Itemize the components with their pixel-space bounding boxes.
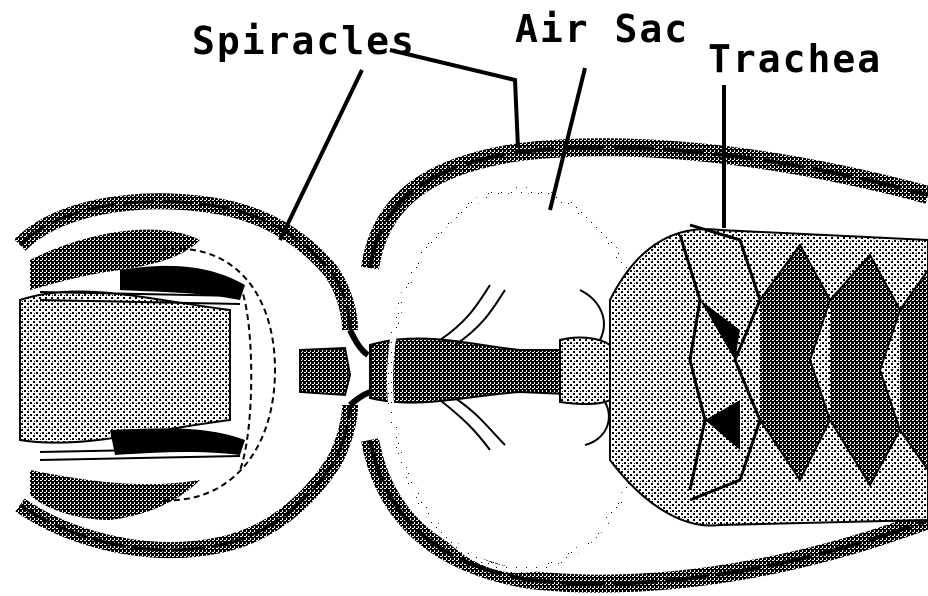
segment-junction <box>350 330 370 405</box>
spiracles-leader-left <box>280 70 362 240</box>
trachea-trunk <box>370 339 590 403</box>
left-lower-lobe <box>30 470 200 520</box>
spiracles-leader-right <box>390 50 518 148</box>
left-segment <box>20 201 350 550</box>
label-air-sac: Air Sac <box>515 10 689 48</box>
right-segment <box>370 147 928 583</box>
label-trachea: Trachea <box>708 40 882 78</box>
left-tissue-core <box>20 291 230 442</box>
label-spiracles: Spiracles <box>192 22 416 60</box>
spiracle-left <box>300 348 350 395</box>
